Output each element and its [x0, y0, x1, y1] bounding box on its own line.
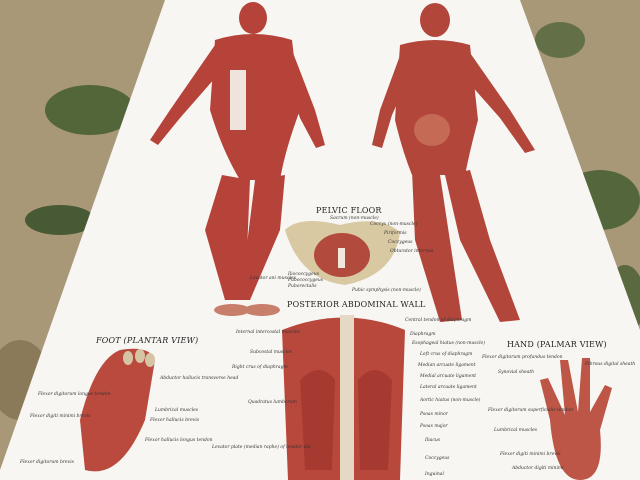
label: Internal intercostal muscles	[236, 330, 301, 335]
label: Quadratus lumborum	[248, 400, 297, 405]
foot-illustration	[80, 348, 155, 472]
label: Left crus of diaphragm	[420, 352, 473, 357]
label: Pubococcygeus	[288, 278, 324, 283]
label: Flexor digitorum superficialis tendon	[488, 408, 573, 413]
label: Piriformis	[384, 231, 407, 236]
label: Abductor hallucis transverse head	[160, 376, 239, 381]
label: Central tendon of diaphragm	[405, 318, 472, 323]
label: Abductor digiti minimi	[512, 466, 564, 471]
label: Iliacus	[425, 438, 441, 443]
label: Right crus of diaphragm	[232, 365, 288, 370]
label: Coccyx (non-muscle)	[370, 222, 418, 227]
label: Median arcuate ligament	[418, 363, 476, 368]
label: Synovial sheath	[498, 370, 535, 375]
label: Subcostal muscles	[250, 350, 293, 355]
label: Lateral arcuate ligament	[420, 385, 477, 390]
label: Sacrum (non-muscle)	[330, 216, 379, 221]
heading-posterior-abdominal-wall: POSTERIOR ABDOMINAL WALL	[287, 300, 426, 309]
abdominal-wall-illustration	[282, 315, 405, 480]
label: Iliococcygeus	[288, 272, 319, 277]
label: Flexor digitorum longus tendon	[38, 392, 111, 397]
anterior-muscle-figure	[150, 2, 325, 316]
label: Flexor digitorum brevis	[20, 460, 74, 465]
label: Flexor hallucis brevis	[150, 418, 200, 423]
label: Inguinal	[425, 472, 444, 477]
label: Flexor digitorum profundus tendon	[482, 355, 563, 360]
label: Lumbrical muscles	[155, 408, 199, 413]
label: Fibrous digital sheath	[585, 362, 636, 367]
heading-foot: FOOT (PLANTAR VIEW)	[96, 336, 199, 345]
label: Levator ani muscles	[250, 276, 296, 281]
label: Flexor digiti minimi brevis	[30, 414, 91, 419]
label: Coccygeus	[425, 456, 450, 461]
label: Esophageal hiatus (non-muscle)	[412, 341, 485, 346]
label: Flexor digiti minimi brevis	[500, 452, 561, 457]
label: Pubic symphysis (non-muscle)	[352, 288, 421, 293]
label: Psoas major	[420, 424, 448, 429]
heading-pelvic-floor: PELVIC FLOOR	[316, 206, 382, 215]
label: Aortic hiatus (non-muscle)	[420, 398, 481, 403]
label: Medial arcuate ligament	[420, 374, 477, 379]
label: Coccygeus	[388, 240, 413, 245]
label: Obturator internus	[390, 249, 434, 254]
label: Flexor hallucis longus tendon	[145, 438, 213, 443]
hand-illustration	[540, 358, 612, 480]
label: Psoas minor	[420, 412, 448, 417]
pelvic-floor-illustration	[285, 221, 400, 285]
label: Lumbrical muscles	[494, 428, 538, 433]
label: Diaphragm	[410, 332, 436, 337]
label: Puborectalis	[288, 284, 317, 289]
heading-hand: HAND (PALMAR VIEW)	[507, 340, 607, 349]
posterior-muscle-figure	[372, 3, 535, 322]
label: Levator plate (median raphe) of levator …	[212, 445, 311, 450]
